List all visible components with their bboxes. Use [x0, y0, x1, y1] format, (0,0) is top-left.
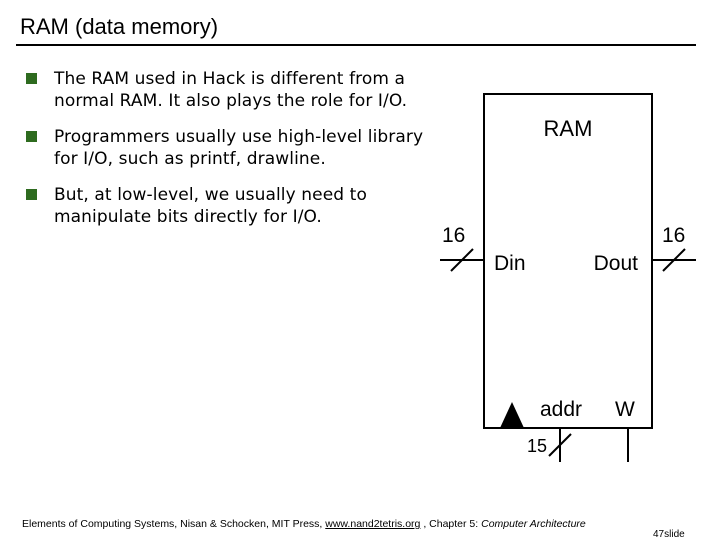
- footer-chapter: Computer Architecture: [481, 518, 586, 530]
- slide-title: RAM (data memory): [20, 14, 219, 39]
- dout-bus-slash: [662, 248, 686, 272]
- bullet-text: The RAM used in Hack is different from a…: [54, 69, 408, 111]
- din-label: Din: [494, 252, 526, 275]
- dout-label: Dout: [594, 252, 639, 275]
- addr-bus-width: 15: [527, 436, 547, 456]
- square-bullet-icon: [26, 73, 37, 84]
- footer-link[interactable]: www.nand2tetris.org: [325, 518, 421, 530]
- dout-bus-width: 16: [662, 224, 685, 247]
- din-bus-slash: [450, 248, 474, 272]
- footer-middle: , Chapter 5:: [420, 518, 482, 530]
- bullet-text: But, at low-level, we usually need to ma…: [54, 185, 367, 227]
- bullet-list: The RAM used in Hack is different from a…: [24, 68, 424, 242]
- addr-label: addr: [540, 398, 582, 421]
- ram-block-label: RAM: [544, 116, 593, 141]
- square-bullet-icon: [26, 189, 37, 200]
- addr-bus-slash: [548, 433, 572, 457]
- bullet-item: But, at low-level, we usually need to ma…: [24, 184, 424, 228]
- bullet-text: Programmers usually use high-level libra…: [54, 127, 424, 169]
- footer-prefix: Elements of Computing Systems, Nisan & S…: [22, 518, 326, 530]
- din-bus-width: 16: [442, 224, 465, 247]
- square-bullet-icon: [26, 131, 37, 142]
- slide-number: 47slide: [653, 529, 685, 540]
- write-label: W: [615, 398, 635, 421]
- clock-triangle-icon: [500, 402, 524, 428]
- title-underline: [16, 44, 696, 46]
- footer-citation: Elements of Computing Systems, Nisan & S…: [22, 518, 586, 530]
- bullet-item: Programmers usually use high-level libra…: [24, 126, 424, 170]
- bullet-item: The RAM used in Hack is different from a…: [24, 68, 424, 112]
